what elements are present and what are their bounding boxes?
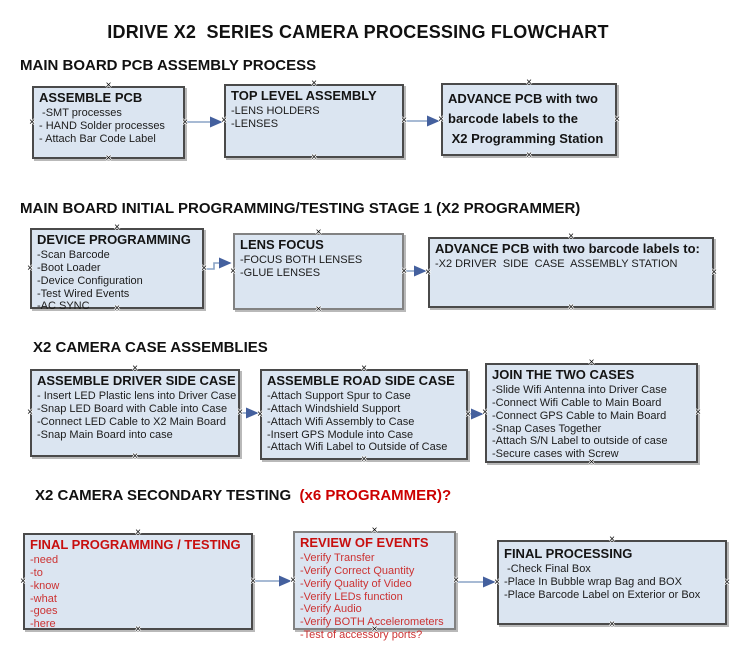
box-item: -SMT processes [39, 107, 122, 120]
box-title: FINAL PROGRAMMING / TESTING [30, 537, 241, 552]
section-heading-pcb-assembly: MAIN BOARD PCB ASSEMBLY PROCESS [20, 57, 317, 74]
box-item: ADVANCE PCB with two [448, 91, 598, 106]
box-items: -Attach Support Spur to Case-Attach Wind… [267, 390, 463, 454]
box-item: -FOCUS BOTH LENSES [240, 254, 363, 267]
box-item: -what [30, 592, 57, 605]
flow-box-assemble-road-side-case: ASSEMBLE ROAD SIDE CASE -Attach Support … [260, 369, 468, 460]
box-item: - Insert LED Plastic lens into Driver Ca… [37, 390, 237, 403]
box-item: -Verify Audio [300, 603, 362, 616]
box-item: -Scan Barcode [37, 249, 110, 262]
box-item: -need [30, 554, 59, 567]
box-item: -to [30, 567, 43, 579]
box-item: -Attach S/N Label to outside of case [492, 435, 668, 448]
box-item: - HAND Solder processes [39, 120, 165, 132]
section-heading-secondary-testing: X2 CAMERA SECONDARY TESTING (x6 PROGRAMM… [35, 487, 451, 504]
box-item: -Attach Wifi Assembly to Case [267, 415, 415, 428]
box-item: -Slide Wifi Antenna into Driver Case [492, 384, 667, 397]
box-title: ASSEMBLE ROAD SIDE CASE [267, 373, 455, 388]
box-items: -Check Final Box-Place In Bubble wrap Ba… [504, 563, 722, 601]
box-title: REVIEW OF EVENTS [300, 535, 429, 550]
box-item: -Attach Support Spur to Case [267, 390, 411, 403]
box-item: X2 Programming Station [448, 131, 604, 147]
heading-red-part: (x6 PROGRAMMER)? [295, 487, 452, 504]
box-item: -GLUE LENSES [240, 267, 321, 279]
box-item: -here [30, 618, 56, 630]
box-item: -Connect LED Cable to X2 Main Board [37, 415, 226, 428]
box-title: LENS FOCUS [240, 237, 324, 252]
flow-box-review-of-events: REVIEW OF EVENTS -Verify Transfer-Verify… [293, 531, 456, 641]
flow-box-join-the-two-cases: JOIN THE TWO CASES -Slide Wifi Antenna i… [485, 363, 698, 463]
box-item: -Connect Wifi Cable to Main Board [492, 397, 662, 409]
box-item: -X2 DRIVER SIDE CASE ASSEMBLY STATION [435, 258, 678, 271]
flow-box-final-processing: FINAL PROCESSING -Check Final Box-Place … [497, 540, 727, 625]
flow-box-advance-to-driver-side-station: ADVANCE PCB with two barcode labels to: … [428, 237, 714, 308]
box-items: -need-to-know-what-goes-here [30, 554, 248, 631]
connector-arrow-3 [205, 257, 232, 270]
box-item: -Snap LED Board with Cable into Case [37, 403, 228, 415]
box-item: -LENSES [231, 118, 279, 130]
box-title: DEVICE PROGRAMMING [37, 232, 191, 247]
flow-box-device-programming: DEVICE PROGRAMMING -Scan Barcode-Boot Lo… [30, 228, 204, 312]
box-item: -know [30, 579, 60, 592]
box-item: -LENS HOLDERS [231, 105, 320, 118]
box-title: FINAL PROCESSING [504, 546, 633, 561]
flow-box-advance-to-programming-station: ADVANCE PCB with two barcode labels to th… [441, 83, 617, 156]
box-items: -Scan Barcode-Boot Loader-Device Configu… [37, 249, 199, 313]
box-item: - Attach Bar Code Label [39, 132, 156, 145]
box-title: ASSEMBLE PCB [39, 90, 143, 105]
box-items: -SMT processes- HAND Solder processes- A… [39, 107, 180, 145]
box-item: -goes [30, 605, 58, 618]
box-item: -Device Configuration [37, 274, 143, 287]
flow-box-assemble-pcb: ASSEMBLE PCB -SMT processes- HAND Solder… [32, 86, 185, 159]
flow-box-top-level-assembly: TOP LEVEL ASSEMBLY -LENS HOLDERS-LENSES [224, 84, 404, 158]
box-items: -Verify Transfer-Verify Correct Quantity… [300, 552, 451, 641]
section-heading-initial-programming: MAIN BOARD INITIAL PROGRAMMING/TESTING S… [20, 200, 581, 217]
box-item: -Test of accessory ports? [300, 628, 423, 641]
box-title: ASSEMBLE DRIVER SIDE CASE [37, 373, 236, 388]
box-item: -Check Final Box [504, 563, 591, 576]
box-item: -Verify Transfer [300, 552, 375, 565]
flow-box-assemble-driver-side-case: ASSEMBLE DRIVER SIDE CASE - Insert LED P… [30, 369, 240, 457]
box-item: -Verify Quality of Video [300, 577, 412, 590]
box-item: -Attach Wifi Label to Outside of Case [267, 441, 448, 454]
box-item: barcode labels to the [448, 111, 579, 127]
box-item: -Verify LEDs function [300, 590, 403, 603]
box-item: -Attach Windshield Support [267, 403, 401, 415]
box-item: -Boot Loader [37, 262, 101, 274]
flow-box-lens-focus: LENS FOCUS -FOCUS BOTH LENSES-GLUE LENSE… [233, 233, 404, 310]
box-item: -Test Wired Events [37, 287, 130, 300]
box-item: -Verify Correct Quantity [300, 565, 415, 577]
box-item: -AC SYNC [37, 300, 90, 313]
box-item: -Place Barcode Label on Exterior or Box [504, 588, 701, 601]
box-items: ADVANCE PCB with two barcode labels to th… [448, 89, 612, 149]
heading-black-part: X2 CAMERA SECONDARY TESTING [35, 487, 296, 504]
box-item: -Snap Cases Together [492, 422, 602, 435]
box-item: -Insert GPS Module into Case [267, 428, 414, 441]
box-item: -Secure cases with Screw [492, 448, 619, 460]
box-items: -Slide Wifi Antenna into Driver Case-Con… [492, 384, 693, 461]
section-heading-case-assemblies: X2 CAMERA CASE ASSEMBLIES [33, 339, 268, 356]
box-title: JOIN THE TWO CASES [492, 367, 635, 382]
box-items: -X2 DRIVER SIDE CASE ASSEMBLY STATION [435, 258, 709, 271]
page-title: IDRIVE X2 SERIES CAMERA PROCESSING FLOWC… [107, 22, 609, 42]
box-items: - Insert LED Plastic lens into Driver Ca… [37, 390, 237, 441]
box-item: -Place In Bubble wrap Bag and BOX [504, 576, 682, 588]
box-items: -LENS HOLDERS-LENSES [231, 105, 399, 131]
flow-box-final-programming-testing: FINAL PROGRAMMING / TESTING -need-to-kno… [23, 533, 253, 630]
box-title: ADVANCE PCB with two barcode labels to: [435, 241, 700, 256]
box-item: -Snap Main Board into case [37, 428, 173, 441]
box-items: -FOCUS BOTH LENSES-GLUE LENSES [240, 254, 399, 280]
box-item: -Verify BOTH Accelerometers [300, 616, 444, 628]
box-item: -Connect GPS Cable to Main Board [492, 409, 667, 422]
box-title: TOP LEVEL ASSEMBLY [231, 88, 377, 103]
